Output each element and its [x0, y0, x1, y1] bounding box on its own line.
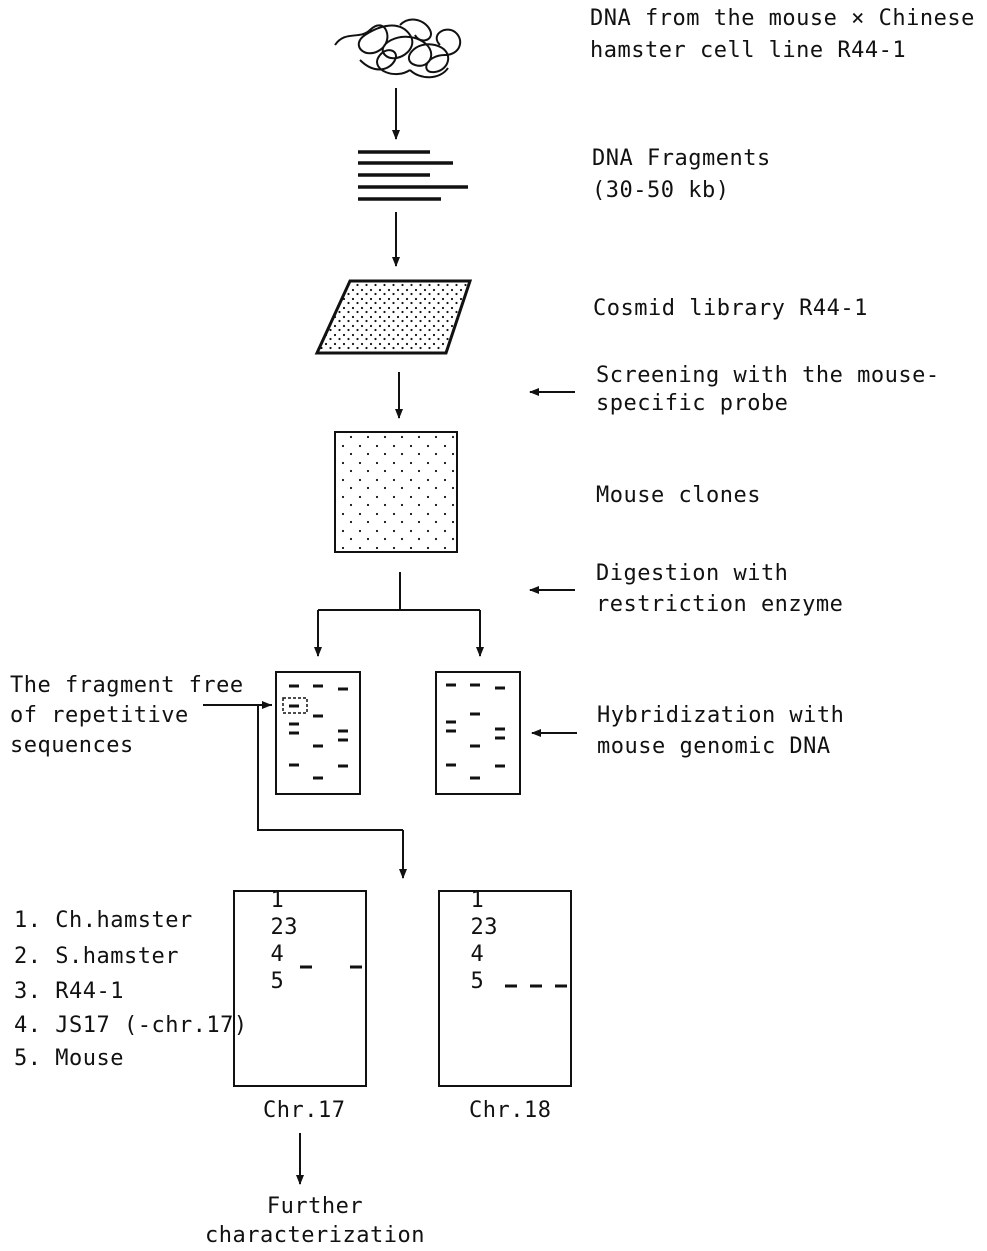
- legend-item: 2. S.hamster: [14, 943, 179, 970]
- hybridization-label-2: mouse genomic DNA: [597, 733, 831, 760]
- gel-right: [436, 672, 520, 794]
- lane-number: 1: [471, 888, 485, 913]
- screening-label-1: Screening with the mouse-: [596, 362, 940, 389]
- fragment-free-label-2: of repetitive: [10, 702, 189, 729]
- lane-number: 4: [271, 942, 285, 967]
- lane-number: 2: [471, 915, 485, 940]
- mouse-clones-plate: [335, 432, 457, 552]
- lane-number: 5: [271, 969, 285, 994]
- fragments-label-2: (30-50 kb): [592, 177, 729, 204]
- lane-number: 4: [471, 942, 485, 967]
- blot-label-chr17: Chr.17: [263, 1097, 345, 1124]
- split-connector: [318, 572, 480, 610]
- dna-tangle-icon: [335, 20, 460, 78]
- lane-numbers-chr17: 1 23 4 5: [243, 860, 298, 995]
- library-label: Cosmid library R44-1: [593, 295, 868, 322]
- lane-number: 3: [284, 915, 298, 940]
- lane-number: 1: [271, 888, 285, 913]
- hybridization-label-1: Hybridization with: [597, 702, 844, 729]
- fragment-free-label-3: sequences: [10, 732, 134, 759]
- legend-item: 3. R44-1: [14, 978, 124, 1005]
- legend-item: 1. Ch.hamster: [14, 907, 193, 934]
- lane-number: 2: [271, 915, 285, 940]
- lane-number: 3: [484, 915, 498, 940]
- digestion-label-1: Digestion with: [596, 560, 788, 587]
- digestion-label-2: restriction enzyme: [596, 591, 843, 618]
- further-label-1: Further: [200, 1193, 430, 1220]
- legend-item: 5. Mouse: [14, 1045, 124, 1072]
- legend-item: 4. JS17 (-chr.17): [14, 1012, 248, 1039]
- dna-source-label-1: DNA from the mouse × Chinese: [590, 5, 975, 32]
- clones-label: Mouse clones: [596, 482, 761, 509]
- further-label-2: characterization: [200, 1222, 430, 1249]
- cosmid-library-plate: [317, 281, 470, 353]
- fragment-free-label-1: The fragment free: [10, 672, 244, 699]
- lane-numbers-chr18: 1 23 4 5: [443, 860, 498, 995]
- lane-number: 5: [471, 969, 485, 994]
- dna-source-label-2: hamster cell line R44-1: [590, 37, 906, 64]
- dna-fragments-icon: [358, 152, 468, 199]
- blot-label-chr18: Chr.18: [469, 1097, 551, 1124]
- screening-label-2: specific probe: [596, 390, 788, 417]
- fragments-label-1: DNA Fragments: [592, 145, 771, 172]
